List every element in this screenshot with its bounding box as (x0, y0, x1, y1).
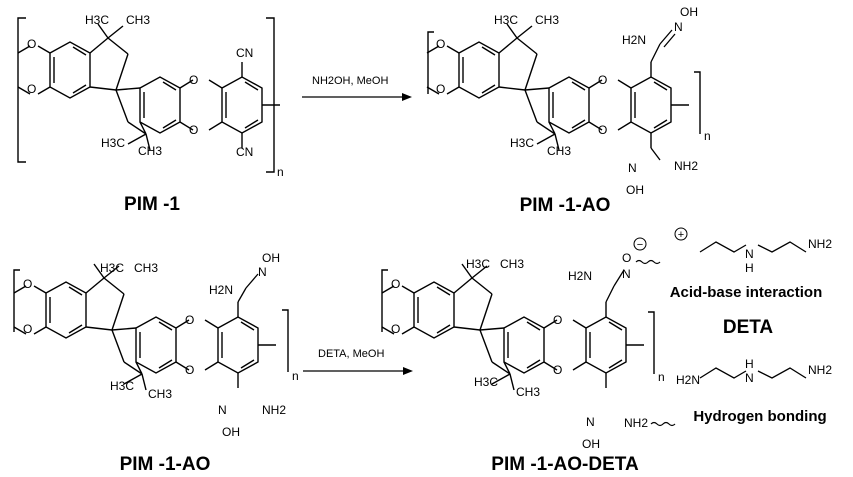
atom-n: N (628, 161, 637, 175)
atom-h: H (745, 357, 754, 371)
hydroxyl-label: OH (680, 5, 698, 19)
repeat-n: n (292, 369, 299, 383)
atom-o: O (185, 313, 194, 327)
hydroxyl-label: OH (222, 425, 240, 439)
atom-n: N (586, 415, 595, 429)
amine-label: NH2 (674, 159, 698, 173)
plus-sign: + (678, 229, 684, 241)
nitrile-label: CN (236, 46, 253, 60)
methyl-label: CH3 (134, 261, 158, 275)
hydroxyl-label: OH (582, 437, 600, 451)
hydroxyl-label: OH (262, 251, 280, 265)
atom-o: O (391, 322, 400, 336)
atom-o: O (27, 37, 36, 51)
atom-o: O (553, 363, 562, 377)
structure-pim1ao-bottom: O O O O H3C CH3 H3C CH3 H2N N OH N OH NH… (13, 251, 299, 439)
atom-o: O (436, 37, 445, 51)
repeat-n: n (704, 129, 711, 143)
atom-n: N (218, 403, 227, 417)
atom-o: O (189, 123, 198, 137)
amine-label: H2N (568, 269, 592, 283)
atom-o: O (598, 123, 607, 137)
atom-o: O (23, 277, 32, 291)
atom-o: O (436, 82, 445, 96)
methyl-label: CH3 (138, 144, 162, 158)
structure-pim1: O O O O H3C CH3 H3C CH3 CN CN n (17, 13, 284, 179)
repeat-n: n (658, 370, 665, 384)
atom-o-anion: O (622, 251, 631, 265)
label-pim1ao-bottom: PIM -1-AO (120, 454, 211, 475)
minus-charge-icon (633, 237, 647, 251)
atom-o: O (23, 322, 32, 336)
atom-n: N (622, 267, 631, 281)
amine-label: H2N (676, 373, 700, 387)
methyl-label: CH3 (148, 387, 172, 401)
minus-sign: − (637, 239, 643, 251)
label-hbond: Hydrogen bonding (693, 408, 826, 425)
amine-label: NH2 (808, 363, 832, 377)
label-acid-base: Acid-base interaction (670, 284, 823, 301)
methyl-label: H3C (85, 13, 109, 27)
deta-neutral: H2N H N NH2 (676, 357, 832, 387)
atom-o: O (553, 313, 562, 327)
reagents-bottom: DETA, MeOH (318, 348, 384, 360)
methyl-label: CH3 (500, 257, 524, 271)
deta-protonated: + N H NH2 (674, 227, 832, 275)
methyl-label: H3C (101, 136, 125, 150)
arrow-bottom: DETA, MeOH (303, 348, 413, 375)
amine-label: NH2 (262, 403, 286, 417)
amine-label: NH2 (808, 237, 832, 251)
nitrile-label: CN (236, 145, 253, 159)
amine-label: H2N (209, 283, 233, 297)
structure-pim1ao-top: O O O O H3C CH3 H3C CH3 H2N N OH N OH NH… (426, 5, 711, 197)
atom-n: N (258, 265, 267, 279)
amine-label: H2N (622, 33, 646, 47)
methyl-label: H3C (110, 379, 134, 393)
methyl-label: H3C (510, 136, 534, 150)
amine-label: NH2 (624, 416, 648, 430)
wavy-bond (650, 421, 676, 427)
methyl-label: CH3 (126, 13, 150, 27)
atom-o: O (185, 363, 194, 377)
atom-n: N (745, 247, 754, 261)
arrow-top: NH2OH, MeOH (302, 75, 412, 101)
atom-o: O (598, 73, 607, 87)
reagents-top: NH2OH, MeOH (312, 75, 388, 87)
methyl-label: H3C (474, 375, 498, 389)
label-pim1: PIM -1 (124, 194, 180, 215)
methyl-label: CH3 (547, 144, 571, 158)
methyl-label: H3C (466, 257, 490, 271)
wavy-bond (635, 259, 661, 265)
methyl-label: CH3 (535, 13, 559, 27)
methyl-label: CH3 (516, 385, 540, 399)
label-pim1aodeta: PIM -1-AO-DETA (491, 454, 639, 475)
structure-pim1aodeta: O O O O H3C CH3 H3C CH3 H2N N O − N OH N… (381, 237, 676, 451)
repeat-n: n (277, 165, 284, 179)
plus-charge-icon (674, 227, 688, 241)
atom-o: O (391, 277, 400, 291)
hydroxyl-label: OH (626, 183, 644, 197)
atom-n: N (674, 20, 683, 34)
atom-h: H (745, 261, 754, 275)
label-pim1ao-top: PIM -1-AO (520, 195, 611, 216)
atom-n: N (745, 371, 754, 385)
label-deta: DETA (723, 317, 774, 338)
atom-o: O (27, 82, 36, 96)
methyl-label: H3C (494, 13, 518, 27)
methyl-label: H3C (100, 261, 124, 275)
atom-o: O (189, 73, 198, 87)
